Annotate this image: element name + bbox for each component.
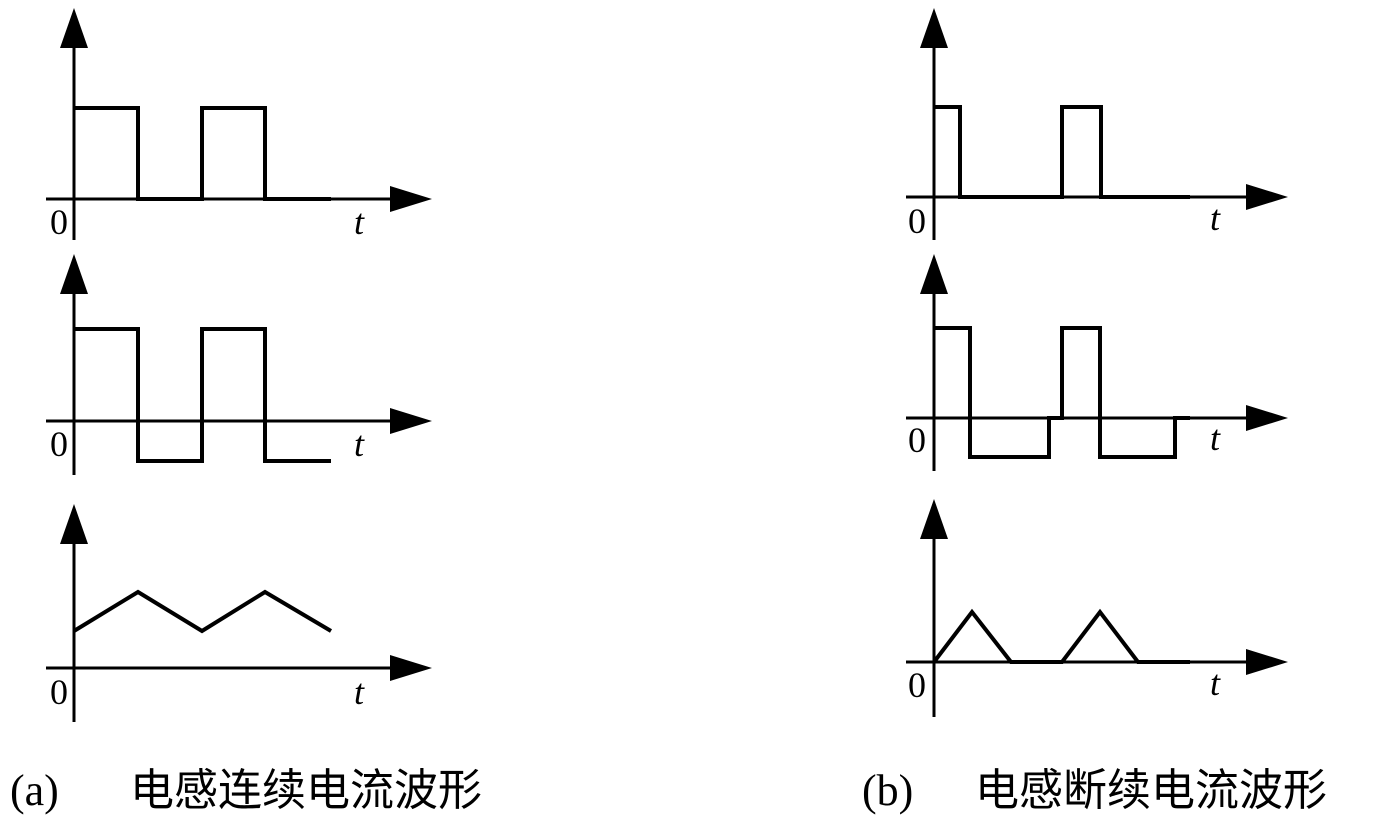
time-axis-label: t [1210,663,1221,703]
caption-text: 电感断续电流波形 [975,766,1327,815]
caption-text: 电感连续电流波形 [130,766,482,815]
time-axis-label: t [354,672,365,712]
origin-label: 0 [908,665,926,705]
x-axis-arrow-icon [1246,649,1288,675]
caption-tag: (b) [862,766,913,815]
origin-label: 0 [908,420,926,460]
time-axis-label: t [354,424,365,464]
origin-label: 0 [50,424,68,464]
panel-b: 0 t 0 t 0 t (b) 电感断续电流波形 [862,8,1327,815]
x-axis-arrow-icon [390,186,432,212]
plot-b2: 0 t [906,254,1288,471]
origin-label: 0 [50,202,68,242]
plot-a2: 0 t [46,254,432,475]
caption-tag: (a) [10,766,59,815]
y-axis-arrow-icon [920,499,948,539]
plot-a3: 0 t [46,504,432,722]
y-axis-arrow-icon [60,8,88,48]
waveform [934,326,1190,459]
x-axis-arrow-icon [390,655,432,681]
plot-b3: 0 t [906,499,1288,717]
x-axis-arrow-icon [1246,405,1288,431]
time-axis-label: t [354,202,365,242]
plot-b1: 0 t [906,8,1288,241]
waveform [74,327,331,463]
y-axis-arrow-icon [60,254,88,294]
origin-label: 0 [50,672,68,712]
x-axis-arrow-icon [390,408,432,434]
waveform [74,106,331,201]
waveform [932,608,1190,664]
waveform [72,589,333,634]
waveform [934,105,1190,199]
y-axis-arrow-icon [920,8,948,48]
panel-a: 0 t 0 t 0 t (a) 电感连续电流波形 [10,8,482,815]
plot-a1: 0 t [46,8,432,242]
y-axis-arrow-icon [60,504,88,544]
y-axis-arrow-icon [920,254,948,294]
time-axis-label: t [1210,198,1221,238]
origin-label: 0 [908,201,926,241]
time-axis-label: t [1210,418,1221,458]
x-axis-arrow-icon [1246,184,1288,210]
